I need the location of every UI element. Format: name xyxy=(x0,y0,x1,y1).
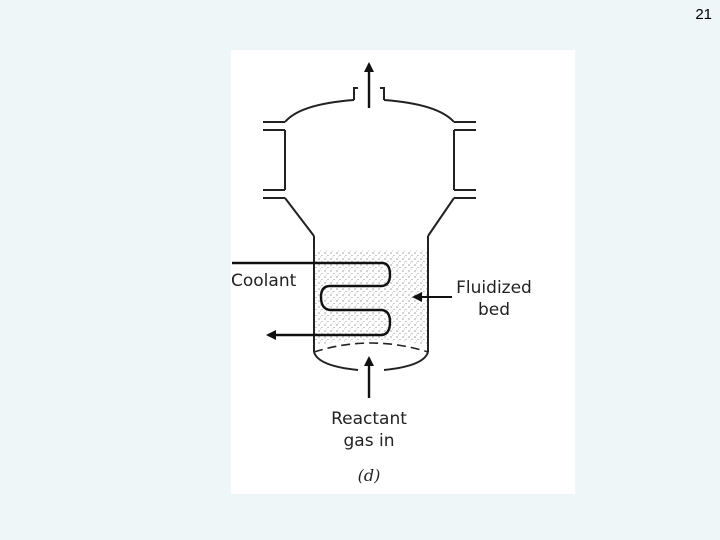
reactant-label: Reactant xyxy=(331,409,407,429)
distributor-plate xyxy=(313,342,429,353)
bed-label: bed xyxy=(478,300,510,320)
reactor-figure: Coolant Fluidized bed Reactant gas in (d… xyxy=(231,50,575,494)
reactor-vessel xyxy=(263,87,476,371)
page-number: 21 xyxy=(695,6,712,23)
fluidized-label: Fluidized xyxy=(456,278,532,298)
fluidized-bed-reactor-diagram: Coolant Fluidized bed Reactant gas in (d… xyxy=(231,62,532,485)
coolant-label: Coolant xyxy=(231,271,297,291)
fluidized-bed-region xyxy=(314,250,428,345)
gas-in-label: gas in xyxy=(344,431,395,451)
figure-caption: (d) xyxy=(358,466,381,485)
cooling-coil xyxy=(232,261,392,340)
